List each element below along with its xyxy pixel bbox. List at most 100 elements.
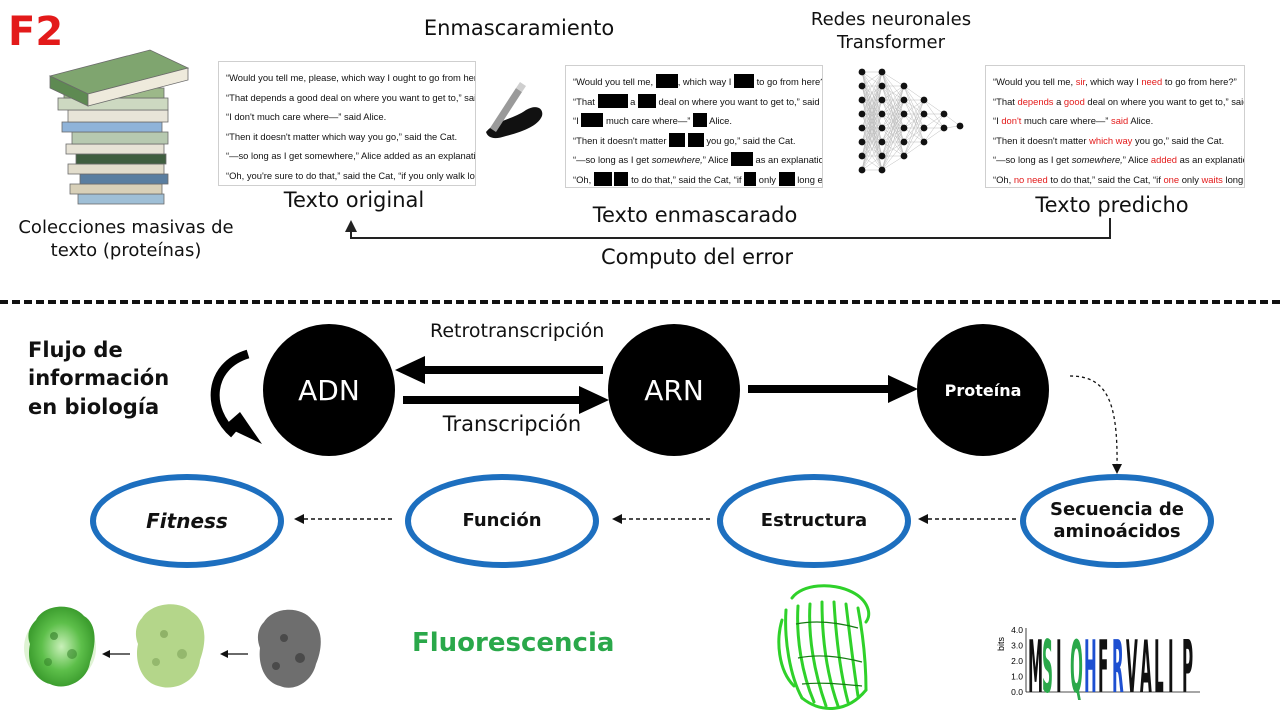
logo-letter: V <box>1126 627 1138 700</box>
transformer-label-line-2: Transformer <box>836 32 945 54</box>
network-node <box>858 96 866 104</box>
predicted-text-box: “Would you tell me, sir, which way I nee… <box>985 65 1245 188</box>
original-text-line: “That depends a good deal on where you w… <box>226 91 475 103</box>
original-text-line: “Oh, you're sure to do that,” said the C… <box>226 169 475 181</box>
network-node <box>878 138 886 146</box>
logo-letter: I <box>1168 627 1174 700</box>
masked-text-line: “—so long as I get somewhere,” Alice as … <box>573 152 822 167</box>
fluorescence-label: Fluorescencia <box>412 628 615 658</box>
network-node <box>858 82 866 90</box>
fitness-node: Fitness <box>90 474 284 568</box>
transformer-label: Redes neuronales Transformer <box>810 8 972 55</box>
protein-node: Proteína <box>917 324 1049 456</box>
network-node <box>858 138 866 146</box>
logo-letter: P <box>1182 627 1193 700</box>
figure-label: F2 <box>8 9 64 55</box>
network-node <box>878 124 886 132</box>
book-stack-illustration <box>48 49 190 205</box>
network-node <box>878 166 886 174</box>
dna-node: ADN <box>263 324 395 456</box>
masked-text-line: “I much care where—” Alice. <box>573 113 732 128</box>
network-node <box>878 152 886 160</box>
section-divider <box>0 300 1280 304</box>
predicted-text-line: “—so long as I get somewhere,” Alice add… <box>993 154 1244 166</box>
structure-to-function-arrow <box>612 514 710 524</box>
masked-caption: Texto enmascarado <box>592 203 798 227</box>
fluorescent-protein-blob <box>24 606 96 687</box>
network-node <box>858 124 866 132</box>
transcription-arrow <box>403 386 609 414</box>
predicted-caption: Texto predicho <box>1035 193 1189 217</box>
logo-letter: L <box>1154 627 1164 700</box>
transcription-label: Transcripción <box>442 412 582 436</box>
network-node <box>858 68 866 76</box>
predicted-text-line: “Would you tell me, sir, which way I nee… <box>993 76 1237 87</box>
logo-tick-label: 4.0 <box>1011 625 1023 635</box>
logo-letter: F <box>1098 627 1108 700</box>
logo-letter: I <box>1056 627 1062 700</box>
network-node <box>920 96 928 104</box>
original-text-line: “I don't much care where—” said Alice. <box>226 111 387 123</box>
masked-text-box: “Would you tell me, , which way I to go … <box>565 65 823 188</box>
error-caption: Computo del error <box>601 245 793 269</box>
original-text-box: “Would you tell me, please, which way I … <box>218 61 476 186</box>
predicted-text-line: “That depends a good deal on where you w… <box>993 95 1244 107</box>
masked-text-line: “Would you tell me, , which way I to go … <box>573 74 823 88</box>
logo-letter: M <box>1028 627 1043 700</box>
predicted-text-line: “Oh, no need to do that,” said the Cat, … <box>993 173 1244 185</box>
original-caption: Texto original <box>283 188 425 212</box>
protein-fitness-illustrations <box>24 604 321 688</box>
network-node <box>878 82 886 90</box>
original-text-line: “Would you tell me, please, which way I … <box>226 72 476 83</box>
network-node <box>900 152 908 160</box>
rna-node: ARN <box>608 324 740 456</box>
function-to-fitness-arrow <box>294 514 392 524</box>
logo-letter: R <box>1112 627 1124 700</box>
flow-title-line: Flujo de <box>28 338 123 362</box>
network-node <box>858 110 866 118</box>
transformer-label-line-1: Redes neuronales <box>810 9 972 30</box>
network-node <box>878 96 886 104</box>
original-text-line: “—so long as I get somewhere,” Alice add… <box>226 150 476 162</box>
sequence-node-line-1: Secuencia de <box>1049 498 1185 520</box>
books-caption-line-2: texto (proteínas) <box>50 240 202 262</box>
masking-label: Enmascaramiento <box>423 16 615 40</box>
network-node <box>900 82 908 90</box>
protein-to-sequence-arrow <box>1069 375 1122 474</box>
logo-letter: H <box>1084 627 1097 700</box>
masked-text-line: “Oh, to do that,” said the Cat, “if only… <box>573 171 823 186</box>
network-node <box>900 110 908 118</box>
masked-text-line: “That a deal on where you want to get to… <box>573 93 822 108</box>
books-caption-line-1: Colecciones masivas de <box>18 217 234 238</box>
reverse-transcription-arrow <box>395 356 603 384</box>
logo-tick-label: 2.0 <box>1011 656 1023 666</box>
network-node <box>858 152 866 160</box>
logo-tick-label: 3.0 <box>1011 641 1023 651</box>
gfp-structure-illustration <box>777 584 871 710</box>
neural-network-icon <box>858 68 964 174</box>
network-node <box>878 68 886 76</box>
network-node <box>920 124 928 132</box>
network-node <box>900 124 908 132</box>
logo-letter: Q <box>1070 627 1083 700</box>
non-fluorescent-protein-blob <box>257 609 321 688</box>
logo-tick-label: 0.0 <box>1011 687 1023 697</box>
sequence-node: Secuencia de aminoácidos <box>1020 474 1214 568</box>
flow-title-line: en biología <box>28 394 160 419</box>
sequence-node-line-2: aminoácidos <box>1053 521 1181 542</box>
logo-axis-label: bits <box>996 637 1006 652</box>
logo-letter: S <box>1042 627 1053 700</box>
structure-node: Estructura <box>717 474 911 568</box>
network-node <box>900 96 908 104</box>
network-node <box>940 124 948 132</box>
replication-curved-arrow <box>210 349 262 444</box>
flow-title-line: información <box>28 366 170 391</box>
predicted-text-line: “I don't much care where—” said Alice. <box>993 115 1154 127</box>
dim-protein-blob <box>135 604 205 688</box>
sequence-to-structure-arrow <box>918 514 1016 524</box>
masked-text-line: “Then it doesn't matter you go,” said th… <box>573 132 796 147</box>
original-text-line: “Then it doesn't matter which way you go… <box>226 130 458 142</box>
network-node <box>878 110 886 118</box>
network-node <box>956 122 964 130</box>
